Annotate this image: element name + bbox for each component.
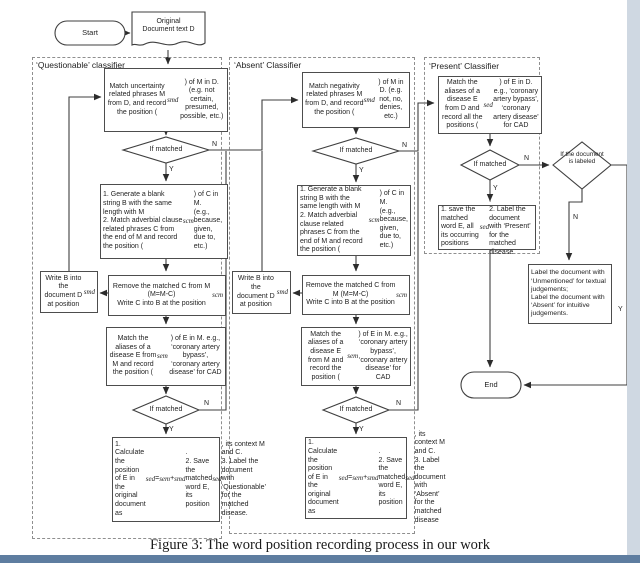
q-write-b-box: Write B into the document D at position … bbox=[40, 271, 98, 313]
edge-q-diamond-no-to-a-match bbox=[209, 96, 299, 151]
p-save-box: 1. save the matched word E, all its occu… bbox=[438, 197, 536, 256]
q-final-box: 1. Calculate the position of E in the or… bbox=[112, 437, 266, 522]
edge-a-diamond2-no bbox=[389, 152, 419, 411]
if-labeled-diamond bbox=[552, 141, 612, 190]
p-diamond-no-label: N bbox=[524, 155, 530, 162]
a-diamond-yes-label: Y bbox=[359, 167, 364, 174]
q-if-matched2-diamond bbox=[131, 395, 201, 425]
page-edge-strip-right bbox=[627, 0, 640, 563]
document-shape bbox=[131, 11, 206, 46]
a-diamond2-no-label: N bbox=[396, 400, 402, 407]
p-diamond-yes-label: Y bbox=[493, 185, 498, 192]
q-match-alias-box: Match the aliases of a disease E from M … bbox=[106, 327, 226, 386]
a-remove-box: Remove the matched C from M (M=M-C)Write… bbox=[302, 275, 410, 315]
edge-q-write-loop bbox=[68, 93, 102, 271]
q-remove-box: Remove the matched C from M (M=M-C)Write… bbox=[108, 275, 226, 316]
absent-classifier-region bbox=[229, 57, 415, 534]
a-if-matched2-diamond bbox=[321, 396, 391, 424]
q-generate-box: 1. Generate a blank string B with the sa… bbox=[100, 184, 228, 259]
a-diamond-no-label: N bbox=[402, 142, 408, 149]
p-label-box: Label the document with ‘Unmentioned’ fo… bbox=[528, 264, 612, 324]
absent-classifier-title: ‘Absent’ Classifier bbox=[234, 60, 302, 70]
edge-labeled-no-to-labelbox bbox=[565, 189, 583, 261]
end-shape bbox=[460, 371, 522, 399]
present-classifier-region bbox=[424, 57, 540, 254]
a-final-box: 1. Calculate the position of E in the or… bbox=[305, 431, 445, 524]
a-write-b-box: Write B into the document D at position … bbox=[232, 271, 291, 314]
p-match-alias-box: Match the aliases of a disease E from D … bbox=[438, 76, 542, 134]
a-if-matched2-label: If matched bbox=[339, 406, 373, 413]
q-if-matched-label: If matched bbox=[149, 146, 183, 153]
a-match-alias-box: Match the aliases of a disease E from M … bbox=[301, 327, 411, 386]
labeled-diamond-no-label: N bbox=[573, 214, 579, 221]
page-edge-strip-bottom bbox=[0, 555, 640, 563]
q-if-matched2-label: If matched bbox=[149, 406, 183, 413]
q-diamond2-no-label: N bbox=[204, 400, 210, 407]
p-if-matched-diamond bbox=[459, 149, 521, 181]
edge-a-diamond-no-to-p-match bbox=[399, 99, 435, 152]
p-if-matched-label: If matched bbox=[473, 161, 507, 168]
a-match-phrases-box: Match negativity related phrases M from … bbox=[302, 72, 410, 128]
q-if-matched-diamond bbox=[121, 136, 211, 164]
start-node-label: Start bbox=[82, 28, 98, 37]
q-diamond-no-label: N bbox=[212, 141, 218, 148]
q-diamond-yes-label: Y bbox=[169, 166, 174, 173]
a-diamond2-yes-label: Y bbox=[359, 426, 364, 433]
a-if-matched-diamond bbox=[311, 137, 401, 165]
if-labeled-label: If the document is labeled bbox=[560, 151, 604, 166]
start-shape bbox=[54, 20, 126, 46]
questionable-classifier-title: ‘Questionable’ classifier bbox=[36, 60, 125, 70]
labeled-diamond-yes-label: Y bbox=[618, 306, 623, 313]
a-if-matched-label: If matched bbox=[339, 147, 373, 154]
figure-caption: Figure 3: The word position recording pr… bbox=[149, 537, 491, 553]
a-generate-box: 1. Generate a blank string B with the sa… bbox=[297, 185, 411, 256]
q-diamond2-yes-label: Y bbox=[169, 426, 174, 433]
end-node-label: End bbox=[484, 380, 498, 389]
q-match-phrases-box: Match uncertainty related phrases M from… bbox=[104, 68, 228, 132]
present-classifier-title: ‘Present’ Classifier bbox=[429, 61, 500, 71]
